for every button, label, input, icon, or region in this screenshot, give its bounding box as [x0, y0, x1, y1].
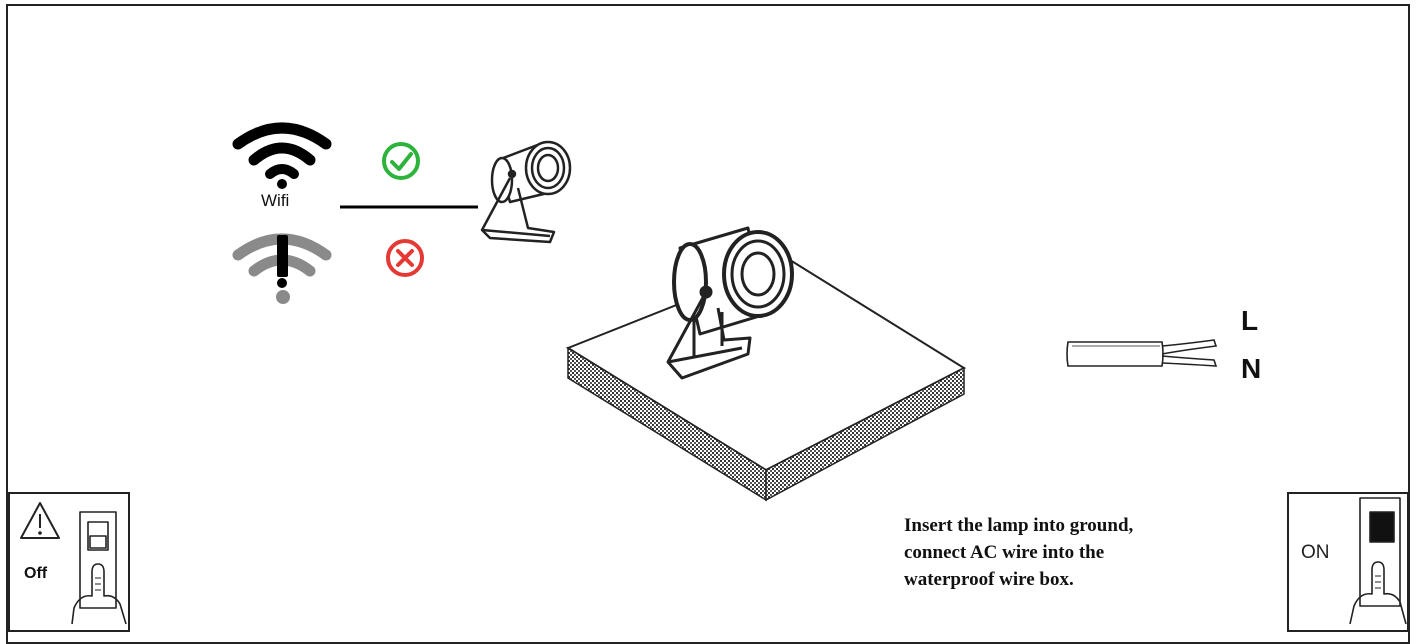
x-circle-icon: [386, 239, 424, 277]
instruction-line-3: waterproof wire box.: [904, 569, 1074, 590]
wifi-error-icon: [232, 233, 332, 304]
wifi-icon: [232, 122, 332, 189]
ground-block-illustration: [565, 258, 967, 502]
ac-wire-icon: [1066, 339, 1218, 367]
wifi-label: Wifi: [261, 191, 290, 210]
live-wire-label: L: [1241, 305, 1259, 336]
warning-icon: [20, 502, 60, 539]
connection-line: [340, 205, 478, 209]
switch-off-label: Off: [24, 565, 48, 582]
instruction-line-1: Insert the lamp into ground,: [904, 515, 1134, 536]
pointing-hand-icon: [71, 511, 127, 625]
large-spotlight-icon: [666, 226, 794, 380]
small-spotlight-icon: [480, 140, 572, 244]
neutral-wire-label: N: [1241, 353, 1262, 384]
switch-on-label: ON: [1301, 542, 1330, 563]
instruction-text: Insert the lamp into ground, connect AC …: [904, 512, 1234, 593]
pointing-hand-icon: [1349, 497, 1407, 625]
instruction-line-2: connect AC wire into the: [904, 542, 1105, 563]
check-circle-icon: [382, 142, 420, 180]
